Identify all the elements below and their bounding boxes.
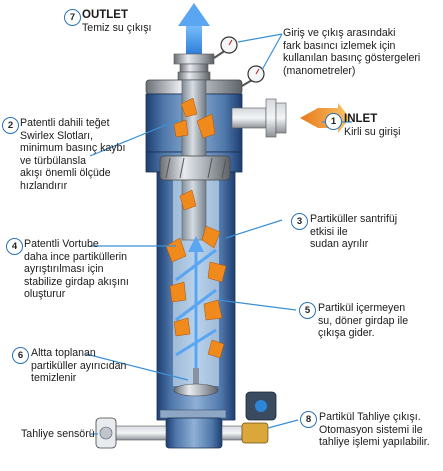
swirlex-line-6: hızlandırır — [20, 179, 68, 192]
drain-pipe — [99, 409, 243, 449]
callout-centrifugal: Partiküller santrifüj etkisi ile sudan a… — [310, 213, 397, 251]
outlet-desc: Temiz su çıkışı — [82, 21, 152, 34]
swirlex-slots — [159, 155, 231, 181]
callout-5-badge: 5 — [299, 302, 316, 319]
callout-outlet: OUTLET Temiz su çıkışı — [82, 9, 151, 34]
inlet-pipe — [231, 98, 287, 138]
drain-line-3: tahliye işlemi yapılabilir. — [319, 436, 430, 449]
callout-7-badge: 7 — [64, 9, 81, 26]
callout-drain-sensor: Tahliye sensörü — [21, 428, 95, 441]
drain-sensor-label: Tahliye sensörü — [21, 428, 95, 440]
callout-2-badge: 2 — [2, 117, 19, 134]
callout-8-badge: 8 — [300, 411, 317, 428]
swirlex-line-4: ve türbülansla — [20, 154, 86, 167]
particle-collector — [173, 368, 219, 397]
callout-gauges: Giriş ve çıkış arasındaki fark basıncı i… — [283, 27, 420, 77]
drain-sensor — [95, 417, 117, 449]
particle-free-line-3: çıkışa gider. — [318, 327, 375, 340]
vortex-flow-arrows — [175, 236, 217, 372]
callout-4-badge: 4 — [6, 238, 23, 255]
drain-line-1: Partikül Tahliye çıkışı. — [319, 411, 421, 423]
gauges-line-3: kullanılan basınç göstergeleri — [283, 52, 421, 65]
callout-drain: Partikül Tahliye çıkışı. Otomasyon siste… — [319, 411, 430, 449]
callout-swirlex: Patentli dahili teğet Swirlex Slotları, … — [20, 117, 125, 193]
gauges-line-2: fark basıncı izlemek için — [283, 39, 396, 52]
callout-6-badge: 6 — [12, 347, 29, 364]
callout-collected: Altta toplanan partiküller ayırıcıdan te… — [31, 347, 126, 385]
collected-line-1: Altta toplanan — [31, 347, 96, 359]
drain-valve — [241, 391, 277, 444]
vortube-line-3: ayrıştırılması için — [24, 263, 104, 276]
callout-1-badge: 1 — [325, 113, 342, 130]
drain-line-2: Otomasyon sistemi ile — [319, 423, 423, 436]
gauges-line-4: (manometreler) — [283, 64, 356, 77]
inlet-title: INLET — [344, 113, 378, 125]
vortube — [181, 179, 207, 241]
swirlex-line-2: Swirlex Slotları, — [20, 129, 93, 142]
vortube-line-1: Patentli Vortube — [24, 238, 99, 250]
centrifugal-line-1: Partiküller santrifüj — [310, 213, 398, 225]
particle-free-line-1: Partikül içermeyen — [318, 302, 406, 314]
swirlex-line-3: minimum basınç kaybı — [20, 142, 126, 155]
collected-line-3: temizlenir — [31, 372, 77, 385]
outlet-title: OUTLET — [82, 9, 128, 21]
callout-vortube: Patentli Vortube daha ince partiküllerin… — [24, 238, 129, 301]
callout-inlet: INLET Kirli su girişi — [344, 113, 401, 138]
swirlex-line-5: akışı önemli ölçüde — [20, 167, 111, 180]
vortube-line-2: daha ince partiküllerin — [24, 250, 128, 263]
collected-line-2: partiküller ayırıcıdan — [31, 359, 127, 372]
vortube-line-5: oluşturur — [24, 288, 66, 301]
callout-particle-free: Partikül içermeyen su, döner girdap ile … — [318, 302, 408, 340]
swirlex-line-1: Patentli dahili teğet — [20, 117, 110, 129]
vortube-line-4: stabilize girdap akışını — [24, 275, 129, 288]
gauges-line-1: Giriş ve çıkış arasındaki — [283, 27, 396, 39]
inlet-desc: Kirli su girişi — [344, 125, 401, 138]
pressure-gauges — [213, 36, 265, 87]
particles — [165, 97, 227, 359]
callout-3-badge: 3 — [291, 213, 308, 230]
centrifugal-line-2: etkisi ile — [310, 225, 348, 238]
particle-free-line-2: su, döner girdap ile — [318, 314, 409, 327]
outlet-arrow — [178, 3, 210, 54]
outlet-pipe — [173, 53, 215, 81]
centrifugal-line-3: sudan ayrılır — [310, 238, 369, 251]
